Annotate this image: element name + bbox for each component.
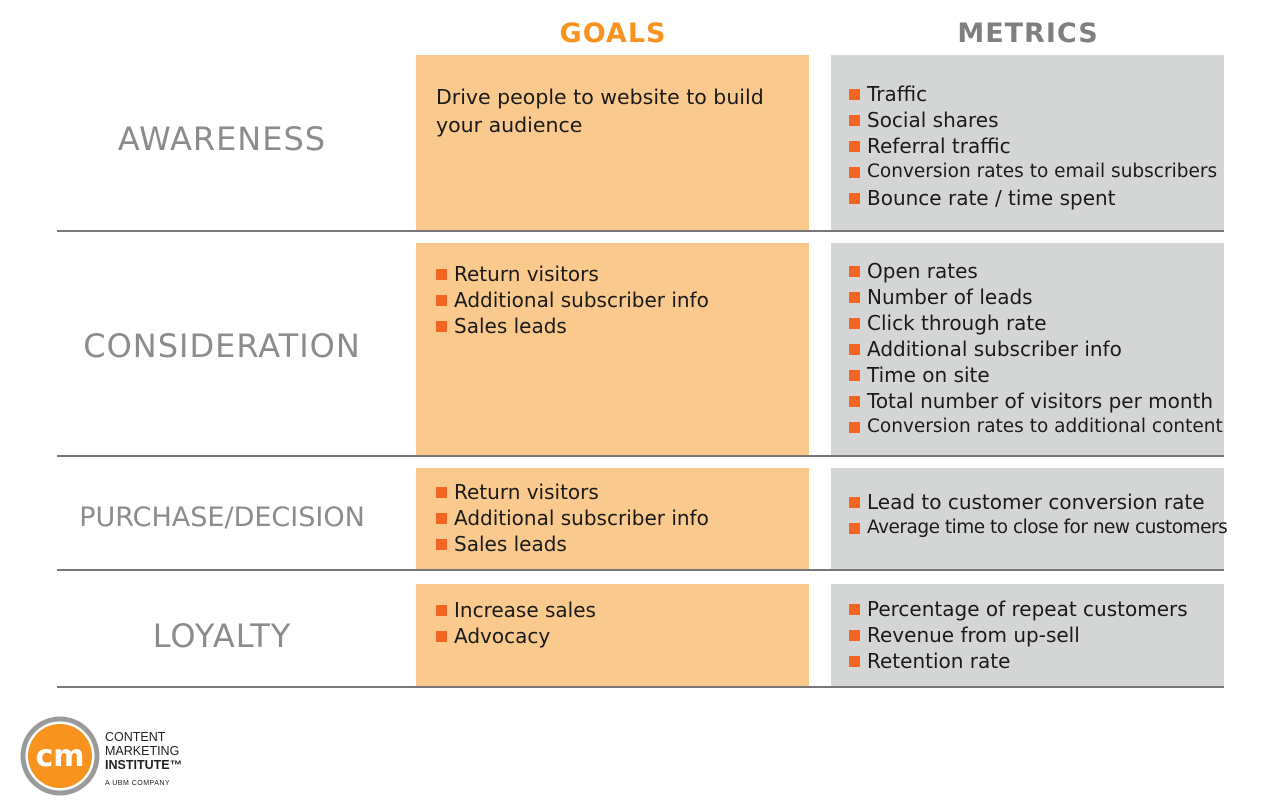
consideration-goals: Return visitors Additional subscriber in… [416, 243, 809, 455]
goal-item: Additional subscriber info [436, 505, 789, 531]
metric-item: Retention rate [849, 648, 1204, 674]
divider [57, 686, 1224, 688]
metric-item: Average time to close for new customers [849, 515, 1228, 541]
consideration-metrics: Open rates Number of leads Click through… [831, 243, 1224, 455]
stage-consideration: CONSIDERATION [83, 327, 361, 365]
stage-purchase-decision: PURCHASE/DECISION [79, 502, 365, 533]
metric-item: Click through rate [849, 310, 1204, 336]
awareness-metrics: Traffic Social shares Referral traffic C… [831, 55, 1224, 230]
metric-item: Lead to customer conversion rate [849, 489, 1205, 515]
loyalty-metrics: Percentage of repeat customers Revenue f… [831, 584, 1224, 686]
divider [57, 569, 1224, 571]
metric-item: Conversion rates to email subscribers [849, 159, 1217, 185]
goal-item: Sales leads [436, 313, 789, 339]
divider [57, 230, 1224, 232]
goal-item: Additional subscriber info [436, 287, 789, 313]
metric-item: Referral traffic [849, 133, 1204, 159]
goals-heading: GOALS [559, 18, 667, 49]
metric-item: Traffic [849, 81, 1204, 107]
logo-line: MARKETING [105, 744, 180, 758]
awareness-goals: Drive people to website to build your au… [416, 55, 809, 230]
divider [57, 455, 1224, 457]
metric-item: Social shares [849, 107, 1204, 133]
metric-item: Open rates [849, 258, 1204, 284]
goal-item: Increase sales [436, 597, 789, 623]
metric-item: Time on site [849, 362, 1204, 388]
cmi-logo-text: CONTENT MARKETING INSTITUTE™ A UBM COMPA… [105, 730, 182, 791]
metric-item: Total number of visitors per month [849, 388, 1213, 414]
purchase-goals: Return visitors Additional subscriber in… [416, 468, 809, 569]
metric-item: Conversion rates to additional content [849, 414, 1223, 440]
logo-line: CONTENT [105, 730, 166, 744]
loyalty-goals: Increase sales Advocacy [416, 584, 809, 686]
logo-tagline: A UBM COMPANY [105, 780, 171, 787]
metric-item: Revenue from up-sell [849, 622, 1204, 648]
goal-item: Return visitors [436, 479, 789, 505]
logo-mark-text: cm [35, 739, 84, 774]
stage-awareness: AWARENESS [117, 120, 327, 158]
metrics-heading: METRICS [957, 18, 1099, 49]
logo-line: INSTITUTE™ [105, 758, 183, 772]
purchase-metrics: Lead to customer conversion rate Average… [831, 468, 1228, 569]
goal-item: Return visitors [436, 261, 789, 287]
goal-item: Sales leads [436, 531, 789, 557]
goal-text: Drive people to website to build your au… [436, 85, 764, 137]
metric-item: Bounce rate / time spent [849, 185, 1204, 211]
goal-item: Advocacy [436, 623, 789, 649]
stage-loyalty: LOYALTY [152, 617, 292, 655]
metric-item: Additional subscriber info [849, 336, 1204, 362]
metric-item: Number of leads [849, 284, 1204, 310]
metric-item: Percentage of repeat customers [849, 596, 1204, 622]
cmi-logo-mark: cm [20, 716, 100, 796]
